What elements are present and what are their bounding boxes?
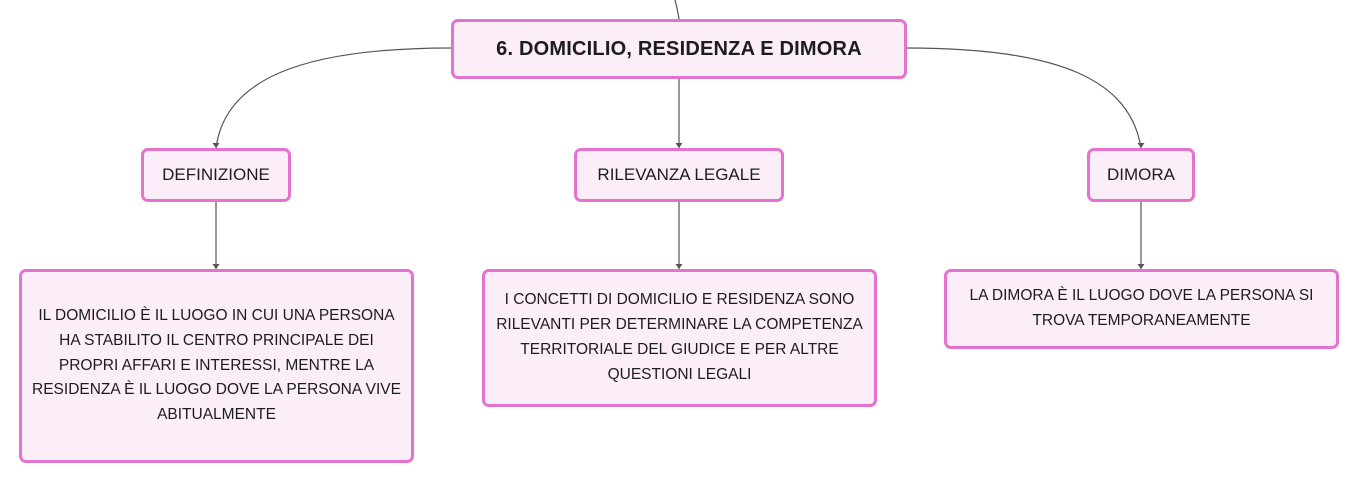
connector-root-definizione xyxy=(215,47,452,149)
detail-dimora-text: LA DIMORA È IL LUOGO DOVE LA PERSONA SI … xyxy=(969,287,1314,329)
arrowhead-rilevanza xyxy=(675,143,683,148)
topic-dimora[interactable]: DIMORA xyxy=(1087,148,1195,202)
topic-rilevanza-legale-label: RILEVANZA LEGALE xyxy=(597,165,761,184)
root-topic[interactable]: 6. DOMICILIO, RESIDENZA E DIMORA xyxy=(451,19,907,79)
topic-dimora-label: DIMORA xyxy=(1107,165,1175,184)
topic-rilevanza-legale[interactable]: RILEVANZA LEGALE xyxy=(574,148,784,202)
topic-definizione-label: DEFINIZIONE xyxy=(162,165,270,184)
arrowhead-definizione xyxy=(212,143,220,148)
root-topic-label: 6. DOMICILIO, RESIDENZA E DIMORA xyxy=(496,37,862,60)
detail-definizione-text: IL DOMICILIO È IL LUOGO IN CUI UNA PERSO… xyxy=(32,307,401,424)
detail-dimora[interactable]: LA DIMORA È IL LUOGO DOVE LA PERSONA SI … xyxy=(944,269,1339,349)
connector-incoming xyxy=(674,0,680,20)
detail-definizione[interactable]: IL DOMICILIO È IL LUOGO IN CUI UNA PERSO… xyxy=(19,269,414,463)
arrowhead-rilevanza-detail xyxy=(675,264,683,269)
connector-root-dimora xyxy=(906,47,1142,149)
arrowhead-definizione-detail xyxy=(212,264,220,269)
topic-definizione[interactable]: DEFINIZIONE xyxy=(141,148,291,202)
arrowhead-dimora xyxy=(1137,143,1145,148)
detail-rilevanza-legale-text: I CONCETTI DI DOMICILIO E RESIDENZA SONO… xyxy=(496,291,863,383)
detail-rilevanza-legale[interactable]: I CONCETTI DI DOMICILIO E RESIDENZA SONO… xyxy=(482,269,877,407)
arrowhead-dimora-detail xyxy=(1137,264,1145,269)
